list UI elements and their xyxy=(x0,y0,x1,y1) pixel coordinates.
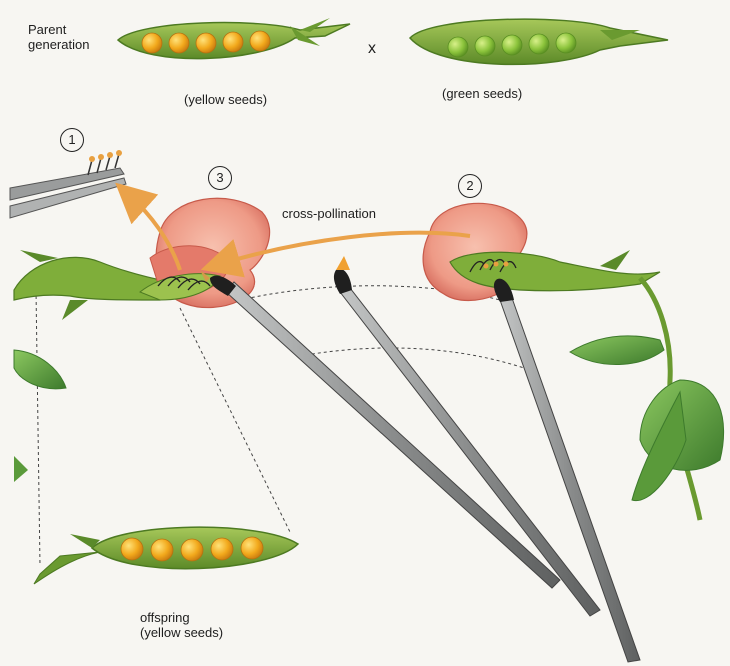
offspring-label: offspring (yellow seeds) xyxy=(140,610,223,640)
offspring-label-line1: offspring xyxy=(140,610,223,625)
yellow-seeds-label: (yellow seeds) xyxy=(184,92,267,107)
parent-pod-yellow xyxy=(118,18,350,59)
cross-pollination-label: cross-pollination xyxy=(282,206,376,221)
parent-pod-green xyxy=(410,19,668,64)
cross-symbol: x xyxy=(368,41,376,56)
step-3-badge: 3 xyxy=(208,166,232,190)
green-seeds-label: (green seeds) xyxy=(442,86,522,101)
forceps-icon xyxy=(10,150,126,218)
step-1-badge: 1 xyxy=(60,128,84,152)
pea-flower-icon xyxy=(423,203,660,300)
parent-label-line1: Parent xyxy=(28,22,89,37)
parent-generation-label: Parent generation xyxy=(28,22,89,52)
offspring-label-line2: (yellow seeds) xyxy=(140,625,223,640)
offspring-pod-yellow xyxy=(34,527,298,584)
parent-label-line2: generation xyxy=(28,37,89,52)
step-2-badge: 2 xyxy=(458,174,482,198)
